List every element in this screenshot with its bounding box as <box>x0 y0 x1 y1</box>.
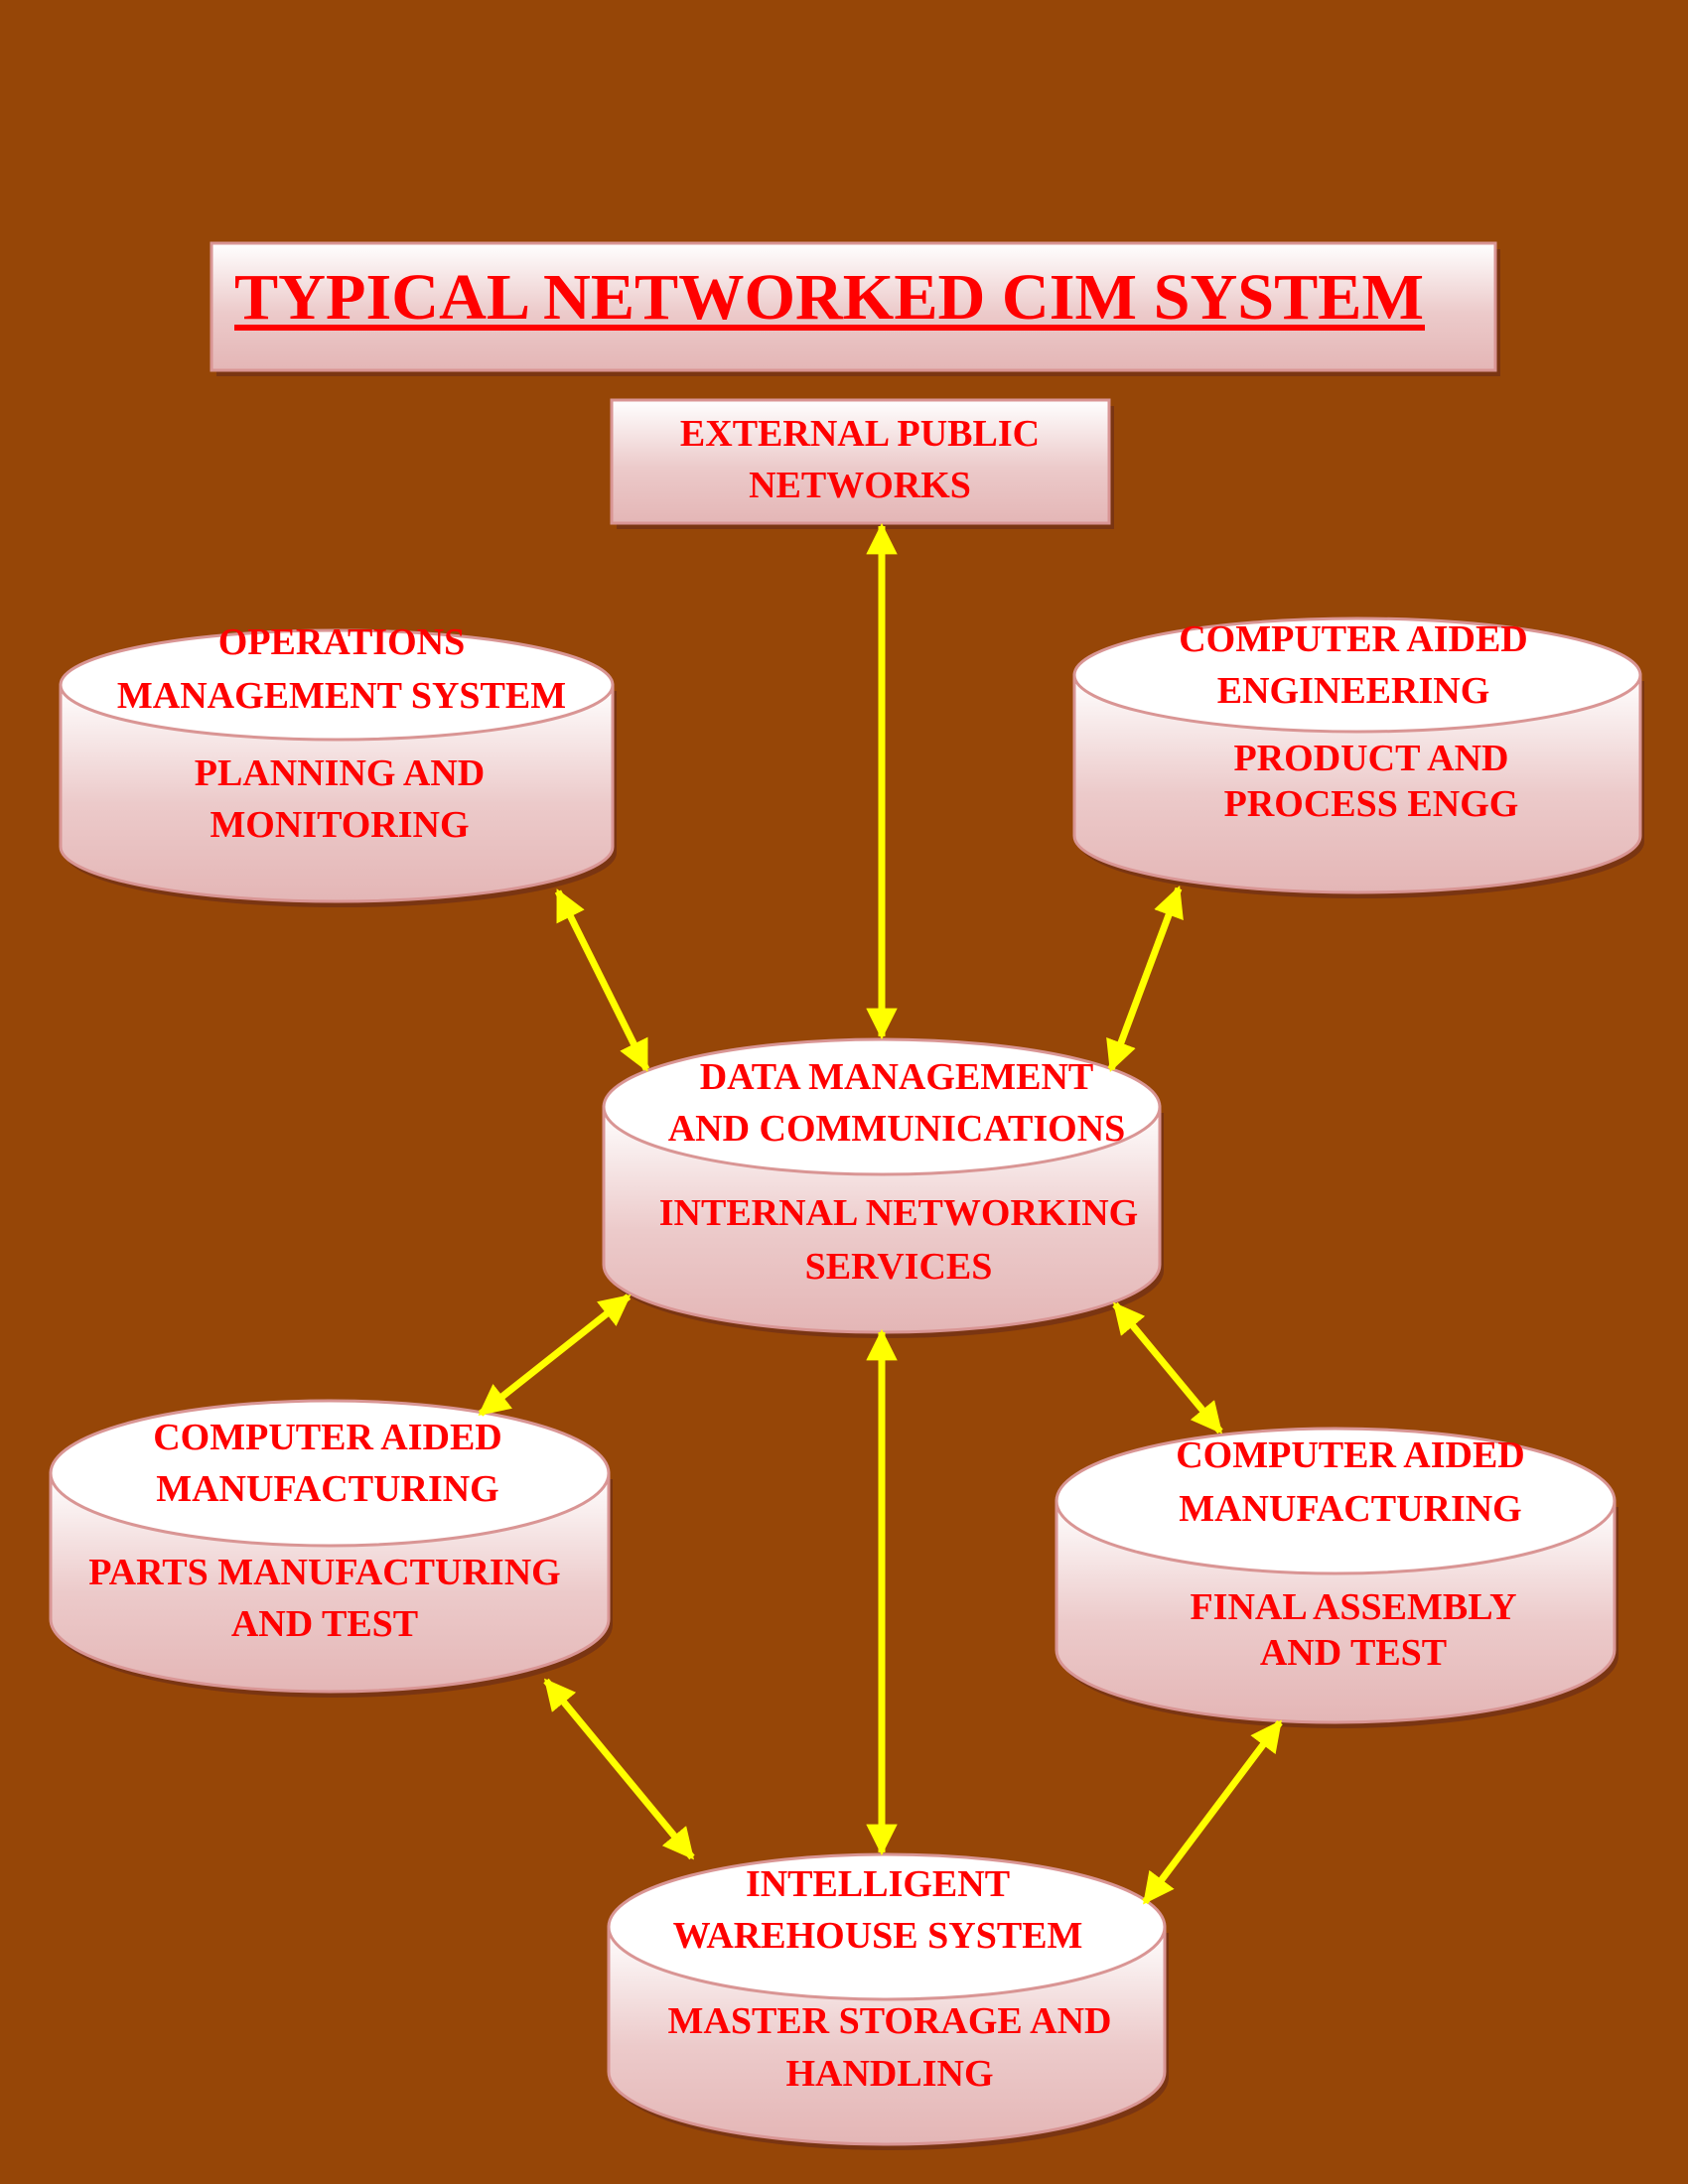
node-label: DATA MANAGEMENT <box>700 1056 1094 1098</box>
node-label: MASTER STORAGE AND <box>668 2000 1112 2042</box>
node-cae: COMPUTER AIDED ENGINEERING PRODUCT ANDPROC… <box>1072 616 1644 898</box>
node-label: PRODUCT AND <box>1234 738 1509 779</box>
node-label: WAREHOUSE SYSTEM <box>673 1915 1083 1957</box>
node-dmc: DATA MANAGEMENT AND COMMUNICATIONS INTERNA… <box>602 1037 1164 1338</box>
title-box: TYPICAL NETWORKED CIM SYSTEM <box>210 241 1500 376</box>
node-label: MANAGEMENT SYSTEM <box>117 675 566 717</box>
arrow-cae-dmc <box>1106 886 1184 1072</box>
node-label: PROCESS ENGG <box>1224 783 1519 825</box>
node-label: AND TEST <box>1260 1632 1447 1674</box>
node-label: MANUFACTURING <box>156 1468 499 1510</box>
arrow-dmc-cam-parts <box>478 1294 632 1417</box>
arrow-cam-parts-iws <box>543 1678 695 1860</box>
connections <box>478 522 1283 1905</box>
node-oms: OPERATIONS MANAGEMENT SYSTEM PLANNING AND M… <box>59 621 617 907</box>
node-label: SERVICES <box>805 1246 993 1288</box>
node-label: INTERNAL NETWORKING <box>659 1192 1138 1234</box>
node-label: MONITORING <box>210 804 469 846</box>
node-label: FINAL ASSEMBLY <box>1190 1586 1516 1628</box>
title-underline <box>234 325 1425 331</box>
node-cam-parts: COMPUTER AIDED MANUFACTURING PARTS MANUFAC… <box>49 1399 613 1698</box>
arrow-dmc-cam-assembly <box>1112 1301 1223 1434</box>
node-label: NETWORKS <box>749 465 971 506</box>
arrow-cam-assembly-iws <box>1142 1719 1283 1905</box>
node-label: AND TEST <box>231 1603 418 1645</box>
node-label: PARTS MANUFACTURING <box>88 1552 560 1593</box>
node-label: PLANNING AND <box>195 752 485 794</box>
diagram-title: TYPICAL NETWORKED CIM SYSTEM <box>234 261 1424 334</box>
arrow-oms-dmc <box>554 888 650 1072</box>
node-label: OPERATIONS <box>218 621 465 663</box>
node-label: COMPUTER AIDED <box>1179 618 1528 660</box>
node-cam-assembly: COMPUTER AIDED MANUFACTURING FINAL ASSEMBL… <box>1055 1427 1618 1728</box>
node-label: COMPUTER AIDED <box>153 1417 502 1458</box>
node-label: MANUFACTURING <box>1179 1488 1522 1530</box>
node-label: INTELLIGENT <box>746 1863 1010 1905</box>
node-label: ENGINEERING <box>1217 670 1490 712</box>
node-label: AND COMMUNICATIONS <box>668 1108 1126 1150</box>
node-external-public-networks: EXTERNAL PUBLIC NETWORKS <box>610 398 1114 529</box>
node-label: COMPUTER AIDED <box>1176 1434 1525 1476</box>
node-label: HANDLING <box>785 2053 993 2095</box>
node-iws: INTELLIGENT WAREHOUSE SYSTEM MASTER STORAG… <box>607 1852 1169 2150</box>
node-label: EXTERNAL PUBLIC <box>680 413 1040 455</box>
